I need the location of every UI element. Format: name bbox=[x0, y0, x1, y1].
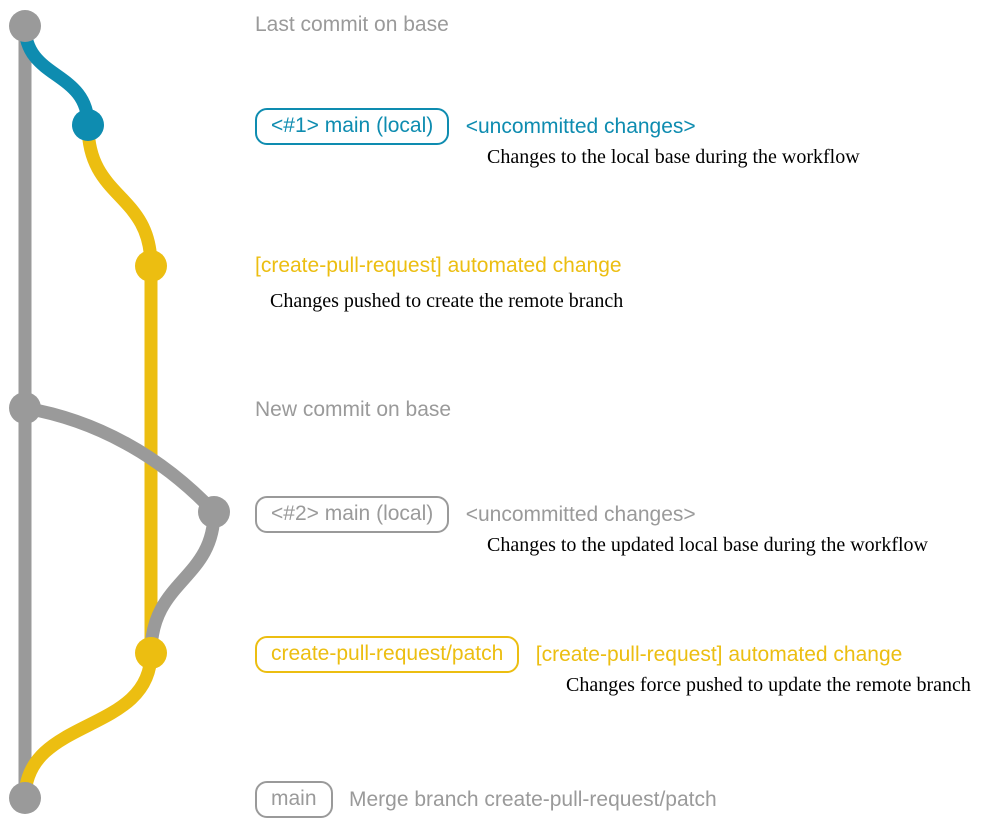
commit-node-new-commit-on-base[interactable] bbox=[9, 392, 41, 424]
commit-node-patch-1[interactable] bbox=[135, 250, 167, 282]
edge-patch-2-to-merge bbox=[18, 646, 158, 805]
commit-subject-patch-2: [create-pull-request] automated change bbox=[535, 642, 903, 666]
row-merge: main Merge branch create-pull-request/pa… bbox=[255, 781, 717, 818]
commit-node-merge[interactable] bbox=[9, 782, 41, 814]
row-new-commit-on-base: New commit on base bbox=[255, 398, 451, 422]
commit-subject-merge: Merge branch create-pull-request/patch bbox=[348, 787, 717, 811]
commit-note-local-1: Changes to the local base during the wor… bbox=[487, 146, 860, 168]
row-local-1: <#1> main (local) <uncommitted changes> bbox=[255, 108, 696, 145]
commit-node-last-commit-on-base[interactable] bbox=[9, 10, 41, 42]
row-patch-1: [create-pull-request] automated change bbox=[255, 254, 622, 278]
ref-badge-create-pull-request-patch[interactable]: create-pull-request/patch bbox=[255, 636, 520, 673]
row-local-2: <#2> main (local) <uncommitted changes> bbox=[255, 496, 696, 533]
commit-note-patch-2: Changes force pushed to update the remot… bbox=[566, 674, 971, 696]
commit-node-patch-2[interactable] bbox=[135, 637, 167, 669]
commit-node-local-1[interactable] bbox=[72, 109, 104, 141]
edge-base-to-local-1 bbox=[18, 19, 95, 132]
commit-subject-local-1: <uncommitted changes> bbox=[465, 114, 696, 138]
ref-badge-main-local-1[interactable]: <#1> main (local) bbox=[255, 108, 450, 145]
row-patch-2: create-pull-request/patch [create-pull-r… bbox=[255, 636, 902, 673]
commit-subject-patch-1: [create-pull-request] automated change bbox=[255, 254, 622, 277]
commit-subject-local-2: <uncommitted changes> bbox=[465, 502, 696, 526]
edge-local-1-to-patch-1 bbox=[81, 118, 158, 273]
edge-local-2-to-patch-2 bbox=[144, 505, 221, 660]
commit-note-patch-1: Changes pushed to create the remote bran… bbox=[270, 290, 624, 312]
commit-subject-new-commit-on-base: New commit on base bbox=[255, 398, 452, 421]
commit-node-local-2[interactable] bbox=[198, 496, 230, 528]
edge-base-to-local-2 bbox=[18, 401, 221, 519]
commit-subject-last-commit-on-base: Last commit on base bbox=[255, 13, 449, 36]
ref-badge-main[interactable]: main bbox=[255, 781, 333, 818]
ref-badge-main-local-2[interactable]: <#2> main (local) bbox=[255, 496, 450, 533]
row-last-commit-on-base: Last commit on base bbox=[255, 13, 449, 37]
commit-note-local-2: Changes to the updated local base during… bbox=[487, 534, 928, 556]
